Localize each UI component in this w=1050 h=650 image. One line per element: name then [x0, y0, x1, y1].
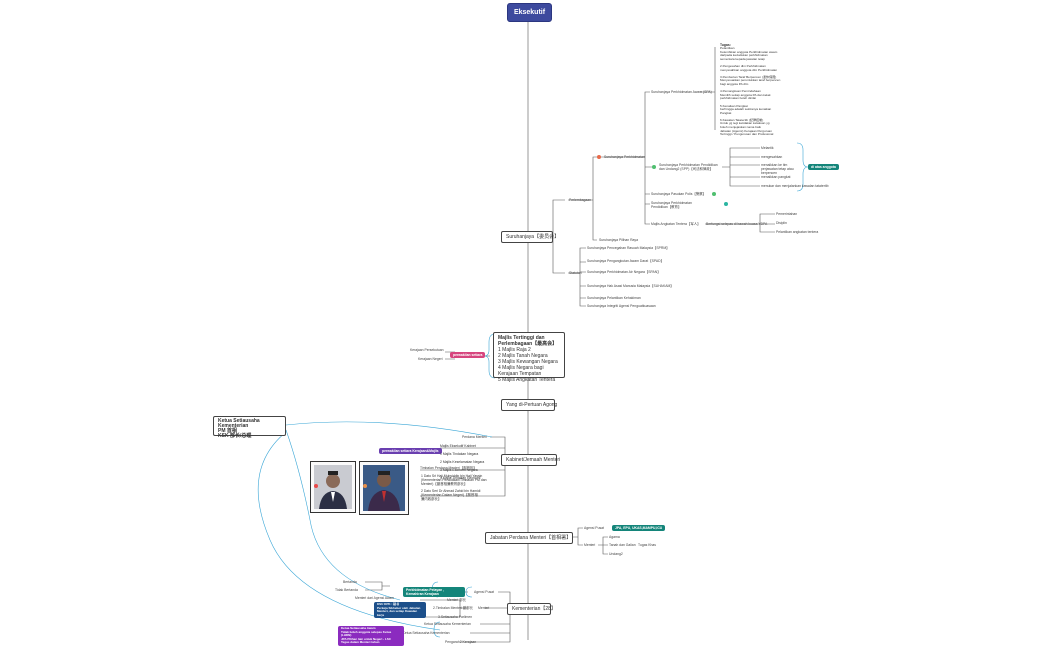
node-ketua-setiausaha[interactable]: Ketua Setiausaha Kementerian PM 首相 KSK 部…: [213, 416, 286, 439]
statutori-item-5: Suruhanjaya Integriti Agensi Penguatkuas…: [587, 304, 656, 308]
label-sp-pendidikan: Suruhanjaya Perkhidmatan Pendidikan【教育】: [651, 201, 692, 209]
tentera-item-0: Pemerintahan: [776, 212, 798, 216]
k-menteri-item-1: 2.Timbalan Menteri 副部长: [433, 606, 474, 610]
majlis-item: 5 Majlis Angkatan Tentera: [498, 377, 556, 383]
label-perdana-menteri: Perdana Menteri: [462, 435, 488, 439]
person-silhouette-icon: [314, 465, 352, 509]
badge-ketua-setiausaha-awam: Ketua Setiausaha Awam Tidak boleh anggot…: [338, 626, 404, 646]
label-sp-pilihan-raya: Suruhanjaya Pilihan Raya: [599, 238, 639, 242]
pendidikan-item-2: menaikkan ke tim perjawatan tetap atau b…: [761, 163, 794, 175]
label-pengarah: Pengarah2 Kerajaan: [445, 640, 477, 644]
label-timbalan-ksk: 3.Timbalan Ketua Setiausaha Kementerian: [385, 631, 450, 635]
jpm-item-2: Undang2: [609, 552, 623, 556]
label-statutori: Statutori: [569, 271, 582, 275]
person-silhouette-icon: [363, 465, 405, 511]
statutori-item-4: Suruhanjaya Pelantikan Kehakiman: [587, 296, 641, 300]
k-left-item-0: Bertanda: [343, 580, 357, 584]
k-left-item-1: Tidak Bertanda: [335, 588, 358, 592]
label-timbalan-pm: Timbalan Perdana Menteri【副首相】: [420, 466, 477, 470]
statutori-item-3: Suruhanjaya Hak Asasi Manusia Malaysia【S…: [587, 284, 674, 288]
marker-dot-green-2: [712, 192, 716, 196]
k-menteri-item-0: Menteri 部长: [447, 598, 467, 602]
statutori-item-1: Suruhanjaya Pengangkutan Awam Darat【SPAD…: [587, 259, 664, 263]
node-yang-di-pertuan-agong[interactable]: Yang di-Pertuan Agong: [501, 399, 557, 411]
label-majlis-tentera: Majlis Angkatan Tentera【军人】: [651, 222, 701, 226]
majlis-eksekutif-box: Majlis Eksekutif Kabinet 1 Majlis Tindak…: [440, 440, 484, 484]
majlis-item: 4 Majlis Negara bagi Kerajaan Tempatan: [498, 365, 544, 377]
pendidikan-item-0: Melantik: [761, 146, 774, 150]
statutori-item-2: Suruhanjaya Perkhidmatan Air Negara【SPAN…: [587, 270, 661, 274]
label-tugas-khas: Tugas Khas: [638, 543, 656, 547]
node-majlis-tertinggi[interactable]: Majlis Tertinggi dan Perlembagaan【最高会】 1…: [493, 332, 565, 383]
root-node-eksekutif[interactable]: Eksekutif: [507, 3, 552, 22]
pendidikan-item-4: menukar dan menjalankan kawalan tatatert…: [761, 184, 829, 188]
marker-dot-orange: [597, 155, 601, 159]
tbox-item: 3 Majlis Ekonomi Negara: [440, 468, 478, 472]
marker-dot-green: [652, 165, 656, 169]
marker-dot-teal: [724, 202, 728, 206]
majlis-item: 3 Majlis Kewangan Negara: [498, 359, 558, 365]
badge-perkhidmatan-pelayan: Perkhidmatan Pelayan , Kemahiran Kerajaa…: [403, 587, 465, 597]
marker-dot-orange-2: [363, 484, 367, 488]
label-agensi-pusat-k: Agensi Pusat: [474, 590, 494, 594]
label-sp-pendidikan-undang: Suruhanjaya Perkhidmatan Pendidikan dan …: [659, 163, 718, 171]
label-menteri-k: Menteri: [478, 606, 490, 610]
node-kabinet[interactable]: Kabinet/Jemaah Menteri: [501, 454, 560, 466]
marker-dot-red: [314, 484, 318, 488]
label-perlembagaan: Perlembagaan: [569, 198, 592, 202]
node-jabatan-perdana-menteri[interactable]: Jabatan Perdana Menteri【首相署】: [485, 532, 573, 544]
label-kerajaan-negeri: Kerajaan Negeri: [418, 357, 443, 361]
tbox-item: 1 Majlis Tindakan Negara: [440, 452, 479, 456]
ketua-sub: KSK 部长/总理: [218, 433, 252, 439]
label-sp-awam: Suruhanjaya Perkhidmatan Awam (SPA): [651, 90, 712, 94]
statutori-item-0: Suruhanjaya Pencegahan Rasuah Malaysia【S…: [587, 246, 670, 250]
node-suruhanjaya[interactable]: Suruhanjaya【委员会】: [501, 231, 559, 243]
k-menteri-item-2: 3.Setiausaha Parlimen: [438, 615, 473, 619]
portrait-photo-2: [359, 461, 409, 515]
ketua-sub: PM 首相: [218, 428, 237, 434]
label-menteri-jpm: Menteri: [584, 543, 596, 547]
majlis-item: 1 Majlis Raja 2: [498, 347, 531, 353]
person-1-text: 1 Dato Sri Haji Muhyiddin bin Haji Yassi…: [421, 474, 487, 486]
tbox-item: 2 Majlis Keselamatan Negara: [440, 460, 485, 464]
jpm-item-1: Tanah dan Galian: [609, 543, 636, 547]
label-tentera-child: Berfungsi selepas di bawah kuasa YDPA: [706, 222, 768, 226]
majlis-title: Majlis Tertinggi dan Perlembagaan【最高会】: [498, 335, 558, 347]
label-sp-polis: Suruhanjaya Pasukan Polis【警察】: [651, 192, 707, 196]
jpm-item-0: Agama: [609, 535, 620, 539]
k-left-item-2: Menteri dari Agensi Awam: [355, 596, 395, 600]
tentera-item-1: Disiplin: [776, 221, 787, 225]
label-agensi-pusat: Agensi Pusat: [584, 526, 604, 530]
tbox-title: Majlis Eksekutif Kabinet: [440, 444, 476, 448]
tugas-title: Tugas:: [720, 43, 731, 47]
label-sp-perkhidmatan: Suruhanjaya Perkhidmatan: [604, 155, 645, 159]
node-kementerian[interactable]: Kementerian【28】: [507, 603, 556, 615]
badge-perwakilan-setiara: perwakilan setiara: [450, 352, 486, 358]
majlis-item: 2 Majlis Tanah Negara: [498, 353, 548, 359]
badge-ksu-kpk: KSU KPK : 秘书 Perkeja Sikheber oleh Jabat…: [374, 602, 426, 619]
label-kerajaan-persekutuan: Kerajaan Persekutuan: [410, 348, 444, 352]
tentera-item-2: Pelantikan angkatan tentera: [776, 230, 819, 234]
badge-jpa-epu: JPA, EPU, UKAS,MAMPU,ICU: [612, 525, 666, 531]
ketua-title: Ketua Setiausaha Kementerian: [218, 418, 260, 429]
badge-perwakilan-kabinet: perwakilan setiara Kerajaan&Majlis: [379, 448, 442, 454]
person-2-text: 2 Dato Seri Dr Ahmad Zahid bin Hamidi (K…: [421, 489, 481, 501]
pendidikan-item-1: mengesahkan: [761, 155, 783, 159]
badge-di-atas-anggota: di atas anggota: [808, 164, 839, 170]
label-ketua-setiausaha-k: Ketua Setiausaha Kementerian: [424, 622, 471, 626]
pendidikan-item-3: menaikkan pangkat: [761, 175, 791, 179]
tugas-text: Pelantikan Kelembikan anggota Perkhidmat…: [720, 46, 781, 137]
tbox-item: 4 Majlis Tindakan Ekonomi: [440, 476, 481, 480]
